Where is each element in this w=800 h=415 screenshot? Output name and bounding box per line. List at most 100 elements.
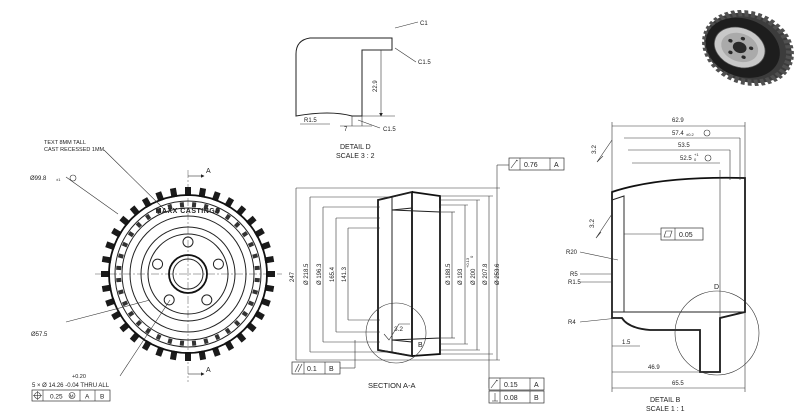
iso-tooth — [774, 71, 783, 79]
runout-top-datum: A — [554, 162, 559, 169]
iso-tooth — [762, 15, 770, 23]
iso-tooth — [747, 79, 752, 86]
section-dim-207: Ø 207.8 — [483, 263, 489, 285]
section-tol-zero: 0 — [469, 255, 474, 258]
rib-slot — [167, 338, 173, 345]
rib-slot — [121, 241, 129, 248]
detail-b-view: 62.9 57.4 ±0.2 53.5 52.5 +1 0 3.2 3.2 0.… — [566, 118, 760, 413]
detail-d-radius: R1.5 — [304, 118, 317, 124]
gear-tooth — [101, 271, 110, 277]
section-arrow-label-bottom: A — [206, 367, 211, 374]
detail-d-scale: SCALE 3 : 2 — [336, 153, 375, 160]
iso-tooth — [783, 39, 792, 44]
detail-b-dim-52: 52.5 — [680, 156, 692, 162]
detail-b-scale: SCALE 1 : 1 — [646, 406, 685, 413]
iso-tooth — [759, 78, 766, 86]
rib-slot — [155, 333, 162, 341]
iso-tooth — [776, 28, 786, 35]
runout-top-icon — [510, 159, 519, 169]
detail-b-r4: R4 — [568, 320, 576, 326]
rib-slot — [117, 253, 124, 259]
detail-b-r1: R1.5 — [568, 280, 581, 286]
rib-slot — [167, 203, 173, 210]
section-dim-247: 247 — [290, 271, 296, 282]
text-note-line-2: CAST RECESSED 1MM — [44, 147, 105, 153]
detail-b-tol-57: ±0.2 — [686, 132, 695, 137]
detail-b-dim-1-5: 1.5 — [622, 340, 631, 346]
iso-tooth — [769, 74, 778, 83]
gear-tooth — [266, 271, 275, 277]
parallel-value: 0.1 — [307, 366, 317, 373]
holes-tol-label: +0.20 — [72, 374, 86, 380]
isometric-drum-render — [702, 9, 794, 87]
bolt-hole — [212, 258, 224, 270]
iso-tooth — [780, 33, 790, 39]
section-dim-200: Ø 200 — [471, 268, 477, 285]
rib-slot — [233, 319, 241, 327]
iso-tooth — [784, 45, 794, 49]
rib-slot — [247, 241, 255, 248]
iso-tooth — [730, 10, 737, 18]
perpendicular-value: 0.08 — [504, 395, 518, 402]
detail-d-callout: D — [714, 284, 719, 291]
iso-tooth — [740, 77, 746, 85]
bolt-hole — [163, 294, 175, 306]
runout-top-value: 0.76 — [524, 162, 538, 169]
detail-b-dim-65: 65.5 — [672, 381, 684, 387]
diameter-top-label: Ø99.8 — [30, 176, 47, 182]
section-dim-193: Ø 193 — [458, 268, 464, 285]
iso-tooth — [785, 55, 794, 61]
iso-tooth — [723, 11, 732, 19]
rib-slot — [191, 202, 197, 208]
section-dim-196: Ø 196.3 — [317, 263, 323, 285]
gear-tooth — [185, 352, 191, 361]
iso-tooth — [733, 75, 740, 84]
detail-b-dim-57: 57.4 — [672, 131, 684, 137]
iso-tooth — [772, 23, 781, 30]
perpendicular-datum: B — [534, 395, 539, 402]
iso-tooth — [753, 79, 759, 87]
rib-slot — [127, 231, 135, 238]
iso-tooth — [737, 9, 743, 17]
diameter-top-tol: ±1 — [56, 177, 61, 182]
section-surface-finish: 3.2 — [394, 326, 403, 333]
cast-text: MAXX CASTINGS — [156, 208, 221, 215]
detail-d-width-dim: 7 — [344, 127, 348, 133]
rib-slot — [145, 327, 152, 335]
rib-slot — [116, 265, 122, 271]
bolt-holes — [152, 236, 224, 306]
position-datum-b: B — [100, 394, 104, 401]
detail-d-chamfer-mid: C1.5 — [418, 60, 431, 66]
rib-slot — [241, 310, 249, 317]
rib-slot — [116, 277, 122, 283]
parallel-icon — [294, 363, 303, 373]
detail-b-surface-finish-1: 3.2 — [591, 145, 598, 154]
section-dim-165: 165.4 — [330, 266, 336, 282]
detail-b-r5: R5 — [570, 272, 578, 278]
rib-slot — [127, 310, 135, 317]
rib-slot — [214, 207, 221, 215]
detail-b-callout: B — [418, 342, 423, 349]
rib-slot — [241, 231, 249, 238]
rib-slot — [155, 207, 162, 215]
detail-b-surface-finish-2: 3.2 — [589, 219, 596, 228]
detail-d-height-dim: 22.9 — [373, 80, 379, 92]
holes-callout: 5 × Ø 14.26 -0.04 THRU ALL — [32, 383, 110, 389]
iso-tooth — [784, 59, 793, 66]
bolt-hole — [152, 258, 164, 270]
diameter-top-symbol — [69, 174, 77, 182]
rib-slot — [252, 253, 259, 259]
bolt-hole — [182, 236, 194, 248]
detail-d-title: DETAIL D — [340, 144, 371, 151]
iso-tooth — [764, 77, 773, 85]
section-tol-plus: +0.13 — [465, 257, 470, 268]
section-arrow-label-top: A — [206, 168, 211, 175]
rib-slot — [191, 340, 197, 346]
section-dim-188: Ø 188.5 — [446, 263, 452, 285]
rib-slot — [135, 319, 143, 327]
iso-tooth — [718, 13, 727, 22]
iso-tooth — [750, 11, 756, 19]
rib-slot — [121, 300, 129, 307]
gear-tooth — [185, 187, 191, 196]
